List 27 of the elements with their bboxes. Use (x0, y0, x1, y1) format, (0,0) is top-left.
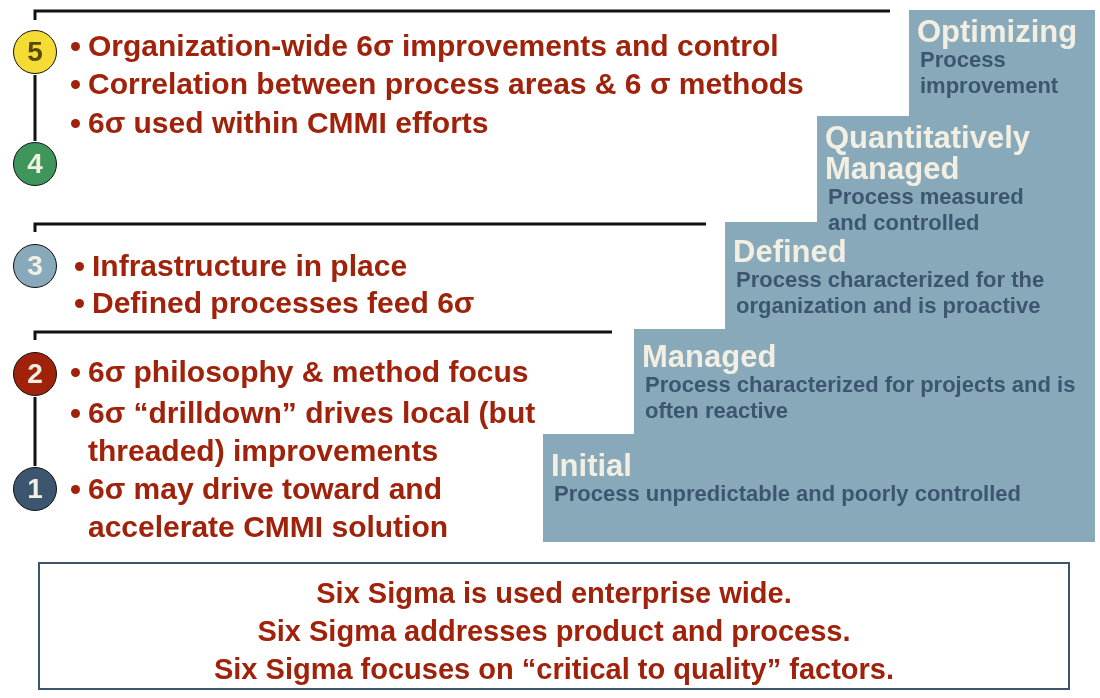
stair-step (543, 434, 1095, 542)
step-title: Quantitatively Managed (825, 122, 1031, 184)
summary-text: Six Sigma focuses on “critical to quality” factors. (212, 652, 896, 687)
number-circle: 4 (13, 142, 57, 186)
connector-line (33, 75, 37, 141)
bullet-text: Correlation between process areas & 6 σ methods (88, 66, 805, 102)
bullet-text: 6σ “drilldown” drives local (but threaded) improvements (88, 395, 537, 469)
bullet-text: Defined processes feed 6σ (92, 285, 476, 321)
summary-text: Six Sigma is used enterprise wide. (315, 576, 793, 611)
summary-text: Six Sigma addresses product and process. (256, 614, 852, 649)
bullet-text: Organization-wide 6σ improvements and control (88, 28, 780, 64)
summary-box (38, 562, 1070, 690)
step-title: Defined (733, 236, 848, 267)
step-title: Managed (642, 341, 778, 372)
number-circle: 2 (13, 352, 57, 396)
bullet-text: 6σ philosophy & method focus (88, 354, 530, 390)
step-description: Process unpredictable and poorly controlled (553, 481, 1022, 507)
step-title: Optimizing (917, 16, 1079, 47)
connector-line (33, 397, 37, 466)
stair-step (909, 10, 1095, 116)
number-circle: 3 (13, 244, 57, 288)
number-circle: 5 (13, 30, 57, 74)
step-description: Process characterized for the organization and is proactive (735, 267, 1046, 319)
step-title: Initial (551, 450, 633, 481)
bullet-text: Infrastructure in place (92, 248, 409, 284)
number-circle: 1 (13, 467, 57, 511)
bullet-text: 6σ may drive toward and accelerate CMMI solution (88, 471, 450, 545)
